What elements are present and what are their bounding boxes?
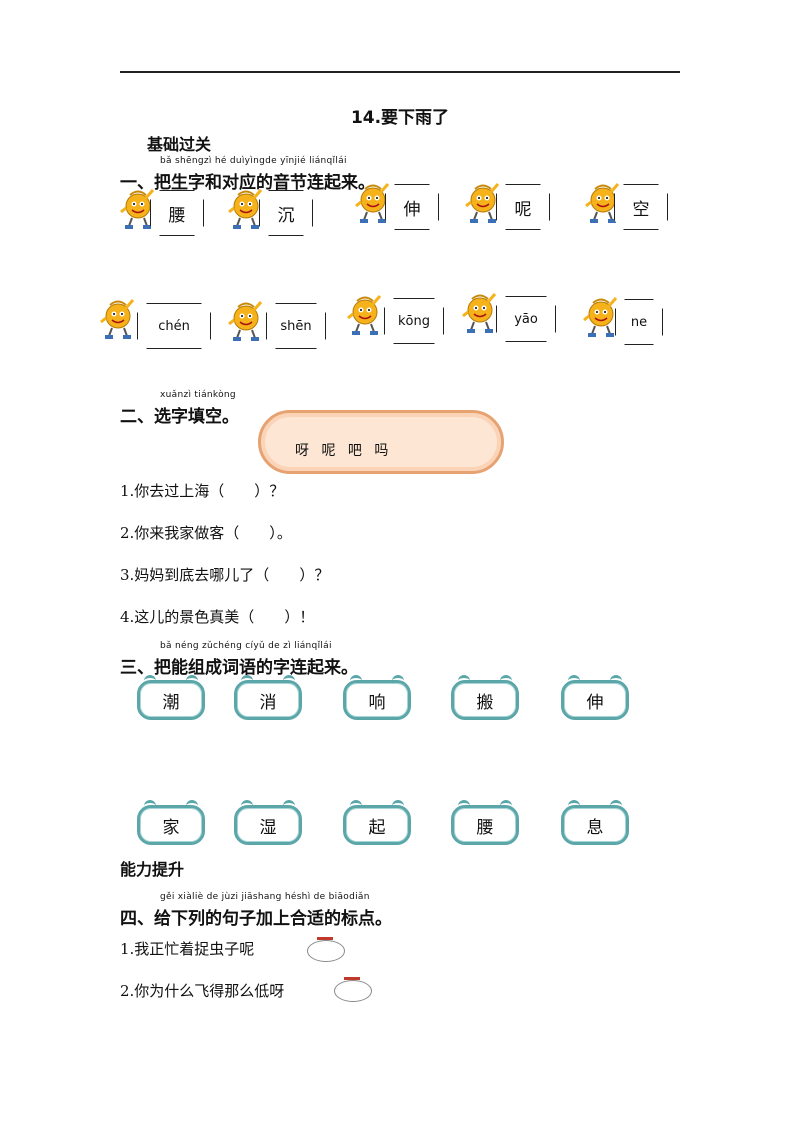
char-card-1[interactable]: 腰 xyxy=(150,190,204,236)
q2-item-2: 2.你来我家做客（ ）。 xyxy=(120,524,292,542)
oval-tab-2 xyxy=(344,977,360,980)
scroll-top-4-text: 搬 xyxy=(476,692,494,713)
pinyin-card-5-text: ne xyxy=(630,314,648,330)
mascot-icon xyxy=(583,294,623,338)
scroll-bottom-3[interactable]: 起 xyxy=(343,800,411,845)
q4-pinyin: gěi xiàliè de jùzi jiāshang héshì de biā… xyxy=(160,892,370,902)
scroll-top-1-text: 潮 xyxy=(162,692,180,713)
scroll-top-3-text: 响 xyxy=(368,692,386,713)
q3-pinyin: bǎ néng zǔchéng cíyǔ de zì liánqǐlái xyxy=(160,641,332,651)
scroll-bottom-2-text: 湿 xyxy=(259,817,277,838)
scroll-top-2[interactable]: 消 xyxy=(234,675,302,720)
scroll-top-3[interactable]: 响 xyxy=(343,675,411,720)
q2-pinyin: xuǎnzì tiánkòng xyxy=(160,390,236,400)
scroll-top-4[interactable]: 搬 xyxy=(451,675,519,720)
q1-pinyin: bǎ shēngzì hé duìyìngde yīnjié liánqǐlái xyxy=(160,156,347,166)
scroll-bottom-1[interactable]: 家 xyxy=(137,800,205,845)
q4-item-1: 1.我正忙着捉虫子呢 xyxy=(120,940,255,958)
scroll-bottom-3-text: 起 xyxy=(368,817,386,838)
char-card-3[interactable]: 伸 xyxy=(385,184,439,230)
scroll-top-5[interactable]: 伸 xyxy=(561,675,629,720)
answer-oval-1[interactable] xyxy=(307,940,345,962)
mascot-icon xyxy=(347,292,387,336)
pinyin-card-4-text: yāo xyxy=(514,311,538,327)
q3-heading: 三、把能组成词语的字连起来。 xyxy=(120,658,358,678)
pinyin-card-2-text: shēn xyxy=(280,318,312,334)
char-card-4[interactable]: 呢 xyxy=(496,184,550,230)
top-rule xyxy=(120,71,680,73)
pinyin-card-5[interactable]: ne xyxy=(615,299,663,345)
mascot-icon xyxy=(462,290,502,334)
char-card-2-text: 沉 xyxy=(277,205,295,226)
q2-item-4: 4.这儿的景色真美（ ）！ xyxy=(120,608,315,626)
word-cloud xyxy=(258,410,504,474)
scroll-bottom-4-text: 腰 xyxy=(476,817,494,838)
mascot-icon xyxy=(585,180,625,224)
pinyin-card-4[interactable]: yāo xyxy=(496,296,556,342)
word-choices: 呀 呢 吧 吗 xyxy=(295,443,393,459)
scroll-bottom-2[interactable]: 湿 xyxy=(234,800,302,845)
char-card-1-text: 腰 xyxy=(168,205,186,226)
scroll-top-1[interactable]: 潮 xyxy=(137,675,205,720)
mascot-icon xyxy=(228,298,268,342)
section-basic: 基础过关 xyxy=(147,135,212,154)
char-card-4-text: 呢 xyxy=(514,199,532,220)
mascot-icon xyxy=(228,186,268,230)
char-card-5-text: 空 xyxy=(632,199,650,220)
mascot-icon xyxy=(465,180,505,224)
q2-heading: 二、选字填空。 xyxy=(120,407,239,427)
scroll-bottom-4[interactable]: 腰 xyxy=(451,800,519,845)
scroll-top-2-text: 消 xyxy=(259,692,277,713)
scroll-bottom-1-text: 家 xyxy=(162,817,180,838)
page-title: 14.要下雨了 xyxy=(350,108,450,128)
q4-heading: 四、给下列的句子加上合适的标点。 xyxy=(120,909,392,929)
answer-oval-2[interactable] xyxy=(334,980,372,1002)
q2-item-3: 3.妈妈到底去哪儿了（ ）？ xyxy=(120,566,330,584)
char-card-2[interactable]: 沉 xyxy=(259,190,313,236)
mascot-icon xyxy=(100,296,140,340)
q4-item-2: 2.你为什么飞得那么低呀 xyxy=(120,982,285,1000)
q1-heading: 一、把生字和对应的音节连起来。 xyxy=(120,173,375,193)
pinyin-card-1[interactable]: chén xyxy=(137,303,211,349)
mascot-icon xyxy=(120,186,160,230)
pinyin-card-3-text: kōng xyxy=(398,313,430,329)
scroll-bottom-5[interactable]: 息 xyxy=(561,800,629,845)
section-advanced: 能力提升 xyxy=(120,860,185,879)
scroll-top-5-text: 伸 xyxy=(586,692,604,713)
pinyin-card-2[interactable]: shēn xyxy=(266,303,326,349)
pinyin-card-1-text: chén xyxy=(158,318,190,334)
char-card-3-text: 伸 xyxy=(403,199,421,220)
q2-item-1: 1.你去过上海（ ）？ xyxy=(120,482,285,500)
pinyin-card-3[interactable]: kōng xyxy=(384,298,444,344)
char-card-5[interactable]: 空 xyxy=(614,184,668,230)
scroll-bottom-5-text: 息 xyxy=(586,817,604,838)
oval-tab-1 xyxy=(317,937,333,940)
